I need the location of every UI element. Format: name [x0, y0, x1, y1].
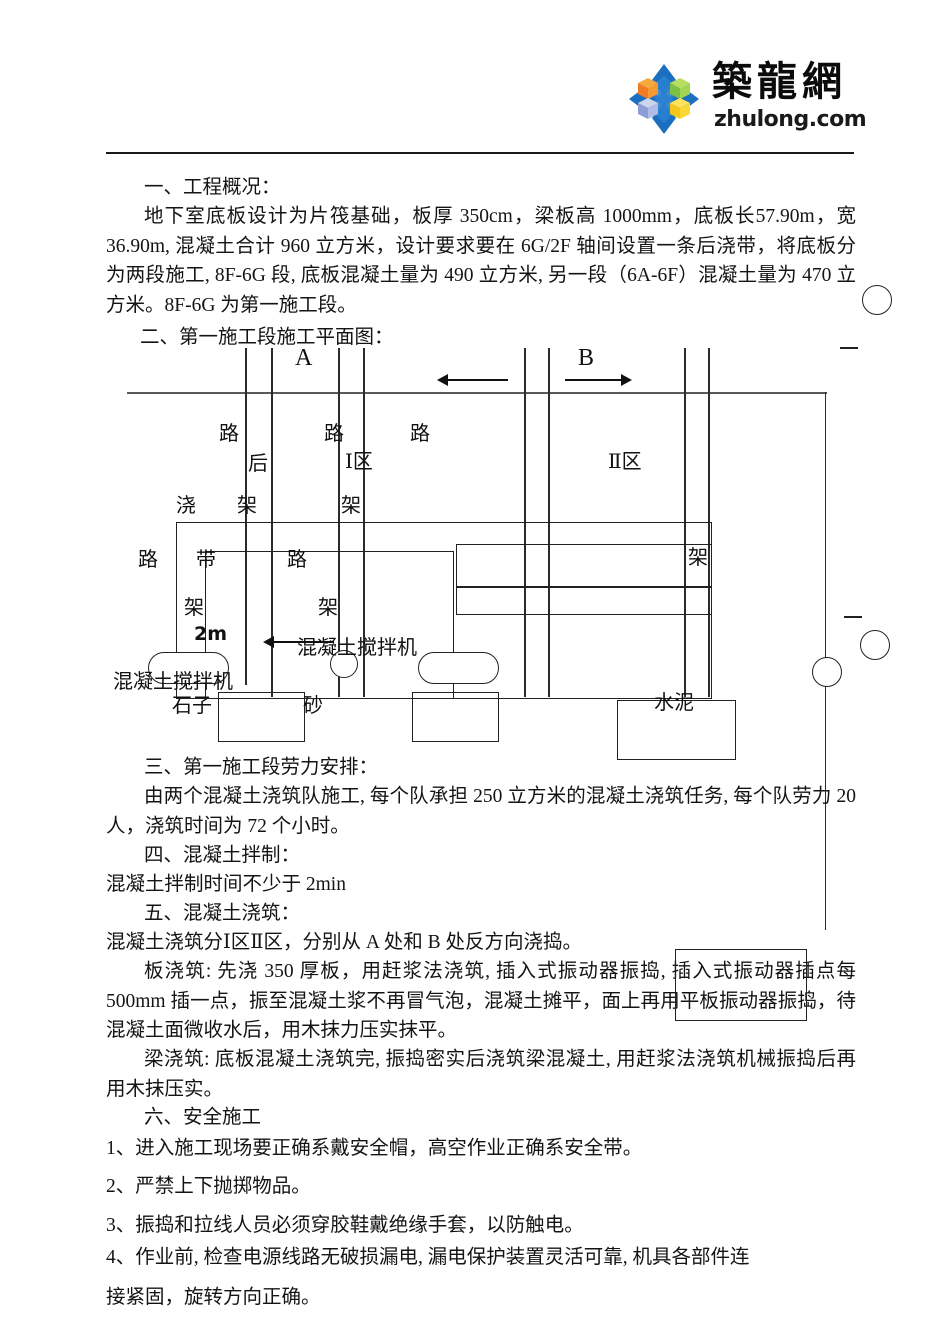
road-label-2: 路 [324, 423, 344, 445]
post-pour-label-hou: 后 [248, 453, 268, 475]
material-label-sand: 砂 [303, 695, 323, 717]
post-pour-label-jiao: 浇 [176, 495, 196, 517]
mixer-feed-arrow-line [272, 641, 334, 643]
material-label-stone: 石子 [172, 695, 212, 717]
post-pour-label-dai: 带 [196, 549, 216, 571]
brand-name-en: zhulong.com [714, 107, 867, 132]
frame-label-4: 架 [318, 597, 338, 619]
material-box-sand [412, 692, 499, 742]
road-label-3: 路 [410, 423, 430, 445]
frame-label-1: 架 [237, 495, 257, 517]
dimension-label-2m: 2m [194, 623, 228, 645]
plan-band-rect-2 [456, 586, 712, 615]
axis-label-b: B [578, 345, 595, 371]
arrow-left-icon [437, 374, 448, 386]
material-box-stone [218, 692, 305, 742]
road-label-5: 路 [287, 549, 307, 571]
mixer-shape-right [418, 652, 499, 684]
section2-heading: 二、第一施工段施工平面图： [140, 327, 394, 348]
section5-body-1: 混凝土浇筑分Ⅰ区Ⅱ区，分别从 A 处和 B 处反方向浇捣。 [106, 932, 582, 953]
section6-heading: 六、安全施工 [144, 1107, 262, 1128]
section6-item-1: 1、进入施工现场要正确系戴安全帽，高空作业正确系安全带。 [106, 1138, 643, 1159]
axis-line-a1 [245, 348, 247, 685]
mixer-label-right: 混凝土搅拌机 [297, 637, 417, 659]
zone-2-label: Ⅱ区 [608, 451, 642, 473]
section1-heading: 一、工程概况： [144, 177, 281, 198]
frame-label-5: 架 [688, 547, 708, 569]
section6-item-4: 4、作业前, 检查电源线路无破损漏电, 漏电保护装置灵活可靠, 机具各部件连 [106, 1247, 750, 1268]
section4-heading: 四、混凝土拌制： [144, 845, 301, 866]
section6-item-4b: 接紧固，旋转方向正确。 [106, 1287, 321, 1308]
mixer-circle-mid [330, 650, 358, 678]
zhulong-diamond-logo-icon [628, 63, 700, 135]
plan-top-line [127, 392, 827, 394]
arrow-right-icon [621, 374, 632, 386]
section5-heading: 五、混凝土浇筑： [144, 903, 301, 924]
zone-1-label: Ⅰ区 [345, 451, 373, 473]
material-label-cement: 水泥 [654, 692, 694, 714]
margin-mark-circle-2 [860, 630, 890, 660]
arrow-left-mid-icon [263, 636, 274, 648]
site-logo: 築龍網 zhulong.com [628, 55, 867, 140]
section6-item-3: 3、振捣和拉线人员必须穿胶鞋戴绝缘手套，以防触电。 [106, 1215, 584, 1236]
frame-label-2: 架 [341, 495, 361, 517]
margin-mark-dash-2 [844, 616, 862, 618]
stray-overlay-rect [675, 949, 807, 1021]
site-plan-diagram: A B 路 路 路 后 Ⅰ区 Ⅱ区 浇 架 架 路 带 路 架 架 架 2m [113, 285, 892, 930]
pour-direction-arrow-right-line [565, 379, 623, 381]
plan-inner-rect-left [205, 551, 454, 699]
axis-label-a: A [295, 345, 313, 371]
mixer-shape-left [148, 652, 229, 684]
section3-heading: 三、第一施工段劳力安排： [144, 757, 379, 778]
margin-mark-circle-1 [862, 285, 892, 315]
section5-body-2: 板浇筑: 先浇 350 厚板，用赶浆法浇筑, 插入式振动器振捣, 插入式振动器插… [106, 961, 856, 1041]
road-label-4: 路 [138, 549, 158, 571]
pour-direction-arrow-left-line [446, 379, 508, 381]
section3-body: 由两个混凝土浇筑队施工, 每个队承担 250 立方米的混凝土浇筑任务, 每个队劳… [106, 786, 856, 837]
margin-mark-dash-1 [840, 347, 858, 349]
section5-body-3: 梁浇筑: 底板混凝土浇筑完, 振捣密实后浇筑梁混凝土, 用赶浆法浇筑机械振捣后再… [106, 1049, 856, 1100]
frame-label-3: 架 [184, 597, 204, 619]
plan-band-rect-1 [456, 544, 712, 588]
material-box-cement [617, 700, 736, 760]
brand-name-cn: 築龍網 [712, 58, 847, 105]
section4-body: 混凝土拌制时间不少于 2min [106, 874, 346, 895]
header-divider [106, 152, 854, 154]
section6-item-2: 2、严禁上下抛掷物品。 [106, 1176, 311, 1197]
margin-mark-circle-3 [812, 657, 842, 687]
mixer-label-left: 混凝土搅拌机 [113, 671, 233, 693]
road-label-1: 路 [219, 423, 239, 445]
section1-body: 地下室底板设计为片筏基础，板厚 350cm，梁板高 1000mm，底板长57.9… [106, 206, 856, 316]
